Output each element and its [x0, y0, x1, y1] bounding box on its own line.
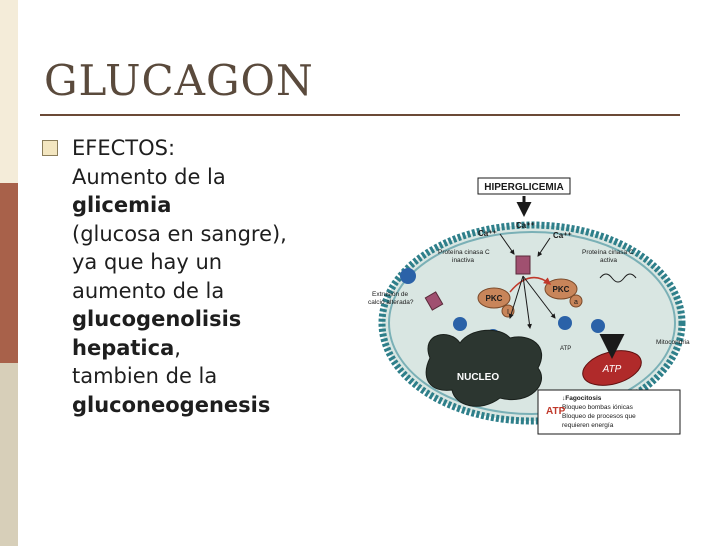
ca-ion: [453, 317, 467, 331]
nucleus: [425, 329, 543, 407]
membrane-inner: [388, 231, 676, 415]
svg-text:ATP: ATP: [602, 364, 622, 375]
svg-text:a: a: [574, 299, 578, 306]
atp-down-label: ATP: [546, 406, 566, 417]
ca-label: Ca⁺⁺: [516, 221, 535, 230]
extrusion-label: calcio alterada?: [368, 299, 414, 306]
pkc-active-label: activa: [600, 257, 617, 264]
bold-term: glucogenolisis: [72, 307, 242, 331]
svg-text:PKC: PKC: [486, 294, 503, 303]
extrusion-label: Extrusión de: [372, 291, 409, 298]
bold-term: hepatica: [72, 335, 175, 360]
bullet-line: tambien de la: [72, 364, 218, 388]
bullet-line: ya que hay un: [72, 250, 223, 274]
ca-ion: [591, 319, 605, 333]
pkc-active-label: Proteína cinasa C: [582, 249, 634, 256]
bullet-line: glucogenolisis: [72, 305, 372, 334]
pkc-inactive-label: Proteína cinasa C: [438, 249, 490, 256]
svg-text:Bloqueo bombas iónicas: Bloqueo bombas iónicas: [562, 404, 634, 411]
bullet-line: glicemia: [72, 191, 372, 220]
er-structure: [599, 273, 637, 283]
accent-bar-bottom: [0, 363, 18, 546]
slide-title: GLUCAGON: [44, 56, 314, 105]
svg-text:I: I: [507, 309, 509, 316]
ca-label: Ca⁺⁺: [553, 231, 572, 240]
pkc-inactive-label: inactiva: [452, 257, 474, 264]
bullet-text: EFECTOS: Aumento de la glicemia (glucosa…: [72, 134, 372, 419]
accent-bar-middle: [0, 183, 18, 363]
nucleus-label: NUCLEO: [457, 372, 499, 383]
bullet-line: Aumento de la: [72, 164, 226, 189]
ca-ion: [400, 268, 416, 284]
hyperglycemia-label: HIPERGLICEMIA: [484, 182, 563, 193]
bold-term: glicemia: [72, 193, 172, 217]
svg-text:requieren energía: requieren energía: [562, 422, 614, 429]
svg-text:Bloqueo de procesos que: Bloqueo de procesos que: [562, 413, 636, 420]
title-divider: [40, 114, 680, 116]
bullet-line: (glucosa en sangre),: [72, 221, 287, 246]
pkc-inactive: [477, 287, 511, 309]
bold-term: gluconeogenesis: [72, 392, 271, 417]
extrusion-channel: [424, 291, 444, 311]
effects-box: [537, 389, 681, 435]
ca-label: Ca⁺⁺: [478, 229, 497, 238]
pkc-active: [544, 278, 578, 300]
cell-diagram: HIPERGLICEMIA Ca⁺⁺ Ca⁺⁺ Ca⁺⁺ Proteína ci…: [368, 177, 690, 435]
bullet-marker: [42, 140, 58, 156]
accent-bar-top: [0, 0, 18, 183]
bullet-line: aumento de la: [72, 278, 225, 303]
bullet-line: hepatica,: [72, 335, 181, 360]
hyperglycemia-box: [477, 177, 571, 195]
bullet-line: gluconeogenesis: [72, 391, 372, 420]
calcium-channel: [515, 255, 531, 275]
svg-text:PKC: PKC: [553, 285, 570, 294]
ca-ion: [558, 316, 572, 330]
bullet-line: EFECTOS:: [72, 136, 176, 160]
svg-text:↓Fagocitosis: ↓Fagocitosis: [562, 395, 602, 402]
mitochondria-label: Mitocondria: [656, 339, 690, 346]
svg-text:ATP: ATP: [560, 346, 571, 352]
